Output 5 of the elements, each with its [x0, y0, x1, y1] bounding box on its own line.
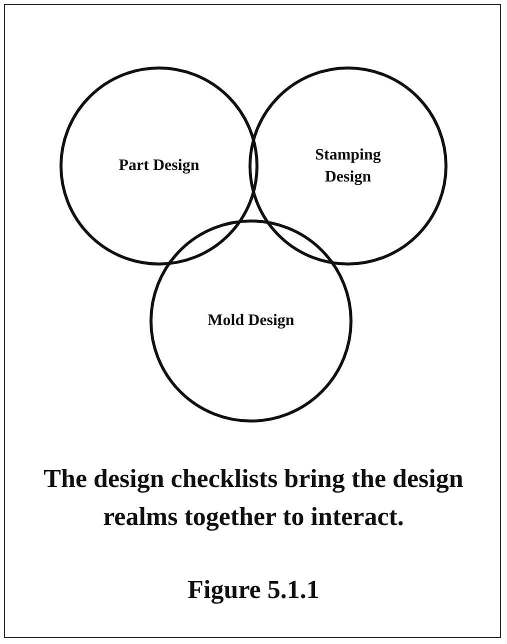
- circle-label: Mold Design: [206, 311, 296, 332]
- circle-label: Stamping Design: [314, 145, 382, 187]
- figure-number: Figure 5.1.1: [186, 575, 320, 605]
- circle-label: Part Design: [118, 156, 200, 176]
- caption: The design checklists bring the design realms together to interact.: [42, 463, 464, 533]
